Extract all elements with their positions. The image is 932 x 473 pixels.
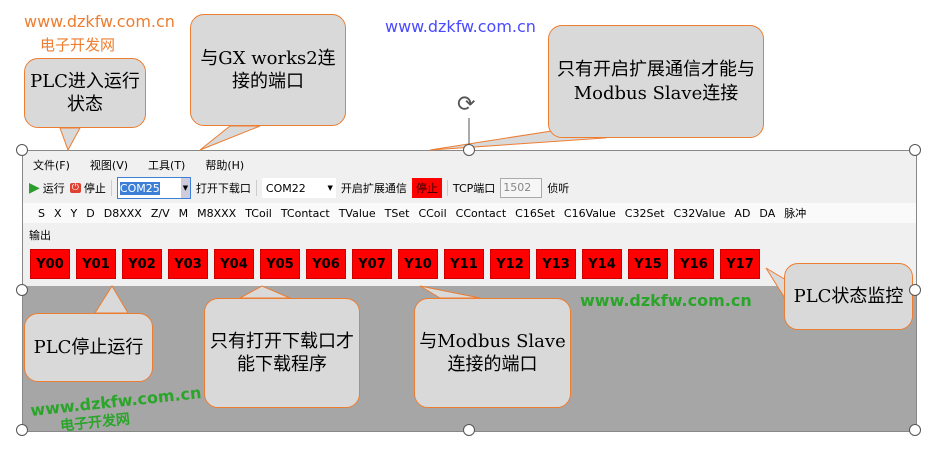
output-y12: Y12 (490, 249, 530, 279)
callout-modbus-port: 与Modbus Slave连接的端口 (414, 298, 571, 408)
stop-button[interactable]: ⏻停止 (69, 180, 106, 196)
tcp-port-label: TCP端口 (452, 182, 496, 195)
pointer-modbus (419, 285, 481, 299)
pointer-gx (199, 125, 261, 151)
callout-download: 只有打开下载口才能下载程序 (204, 298, 360, 408)
listen-button[interactable]: 侦听 (547, 182, 570, 195)
modbus-port-value: COM22 (265, 181, 306, 195)
tab-ccoil[interactable]: CCoil (418, 206, 447, 220)
chevron-down-icon: ▼ (327, 184, 333, 192)
output-y02: Y02 (122, 249, 162, 279)
output-y16: Y16 (674, 249, 714, 279)
pointer-download (239, 285, 291, 299)
resize-handle[interactable] (909, 284, 921, 296)
tab-c16value[interactable]: C16Value (563, 206, 616, 220)
tab-ccontact[interactable]: CContact (455, 206, 507, 220)
separator (255, 180, 257, 196)
tab-脉冲[interactable]: 脉冲 (784, 207, 807, 220)
tab-z/v[interactable]: Z/V (150, 206, 170, 220)
callout-gx-port: 与GX works2连接的端口 (190, 14, 346, 126)
resize-handle[interactable] (909, 424, 921, 436)
resize-handle[interactable] (463, 424, 475, 436)
callout-stop: PLC停止运行 (24, 313, 153, 382)
watermark-name: 电子开发网 (40, 36, 116, 54)
menu-tools[interactable]: 工具(T) (148, 159, 186, 172)
tab-c32set[interactable]: C32Set (624, 206, 665, 220)
callout-monitor: PLC状态监控 (784, 263, 913, 330)
pointer-monitor (765, 267, 787, 302)
tab-da[interactable]: DA (759, 206, 776, 220)
rotate-handle-icon[interactable]: ⟳ (457, 92, 476, 117)
output-y03: Y03 (168, 249, 208, 279)
output-y17: Y17 (720, 249, 760, 279)
tab-ad[interactable]: AD (734, 206, 751, 220)
stop-ext-button[interactable]: 停止 (411, 178, 442, 198)
tab-tset[interactable]: TSet (384, 206, 410, 220)
tab-d[interactable]: D (86, 206, 95, 220)
output-y11: Y11 (444, 249, 484, 279)
tab-tvalue[interactable]: TValue (338, 206, 376, 220)
tab-y[interactable]: Y (70, 206, 78, 220)
resize-handle[interactable] (16, 144, 28, 156)
output-y15: Y15 (628, 249, 668, 279)
run-button[interactable]: ▶运行 (29, 180, 65, 196)
open-ext-comm-button[interactable]: 开启扩展通信 (340, 182, 407, 195)
tab-m[interactable]: M (178, 206, 189, 220)
menu-help[interactable]: 帮助(H) (205, 159, 245, 172)
tab-s[interactable]: S (38, 206, 45, 220)
menu-file[interactable]: 文件(F) (33, 159, 70, 172)
callout-run: PLC进入运行状态 (24, 58, 146, 128)
output-y07: Y07 (352, 249, 392, 279)
tab-tcoil[interactable]: TCoil (245, 206, 272, 220)
output-label: 输出 (29, 229, 51, 242)
callout-ext-comm: 只有开启扩展通信才能与Modbus Slave连接 (548, 25, 764, 138)
pointer-run (59, 127, 81, 152)
resize-handle[interactable] (463, 144, 475, 156)
stop-label: 停止 (83, 182, 106, 195)
tcp-port-input[interactable]: 1502 (500, 178, 543, 198)
download-port-value: COM25 (119, 181, 160, 195)
menu-bar: 文件(F) 视图(V) 工具(T) 帮助(H) (33, 157, 244, 173)
output-y13: Y13 (536, 249, 576, 279)
separator (110, 180, 112, 196)
output-y00: Y00 (30, 249, 70, 279)
resize-handle[interactable] (16, 284, 28, 296)
run-label: 运行 (42, 182, 65, 195)
open-download-button[interactable]: 打开下载口 (195, 182, 251, 195)
tab-tcontact[interactable]: TContact (280, 206, 330, 220)
tab-c32value[interactable]: C32Value (673, 206, 726, 220)
menu-view[interactable]: 视图(V) (89, 159, 129, 172)
pointer-stop (94, 285, 129, 314)
watermark-url: www.dzkfw.com.cn (24, 12, 175, 31)
play-icon: ▶ (29, 180, 40, 196)
modbus-port-select[interactable]: COM22 ▼ (261, 178, 336, 198)
tab-c16set[interactable]: C16Set (515, 206, 555, 220)
chevron-down-icon: ▼ (180, 178, 190, 198)
separator (446, 180, 448, 196)
output-y14: Y14 (582, 249, 622, 279)
tab-m8xxx[interactable]: M8XXX (197, 206, 237, 220)
resize-handle[interactable] (16, 424, 28, 436)
watermark-url: www.dzkfw.com.cn (580, 291, 752, 310)
output-y10: Y10 (398, 249, 438, 279)
toolbar: ▶运行 ⏻停止 COM25▼ 打开下载口 COM22▼ 开启扩展通信 停止 TC… (29, 177, 569, 199)
output-y01: Y01 (76, 249, 116, 279)
output-y06: Y06 (306, 249, 346, 279)
tab-d8xxx[interactable]: D8XXX (103, 206, 142, 220)
output-y05: Y05 (260, 249, 300, 279)
stop-icon: ⏻ (69, 183, 81, 193)
resize-handle[interactable] (909, 144, 921, 156)
download-port-select[interactable]: COM25 ▼ (116, 177, 191, 199)
watermark-url: www.dzkfw.com.cn (385, 17, 536, 36)
output-y04: Y04 (214, 249, 254, 279)
tab-x[interactable]: X (53, 206, 62, 220)
